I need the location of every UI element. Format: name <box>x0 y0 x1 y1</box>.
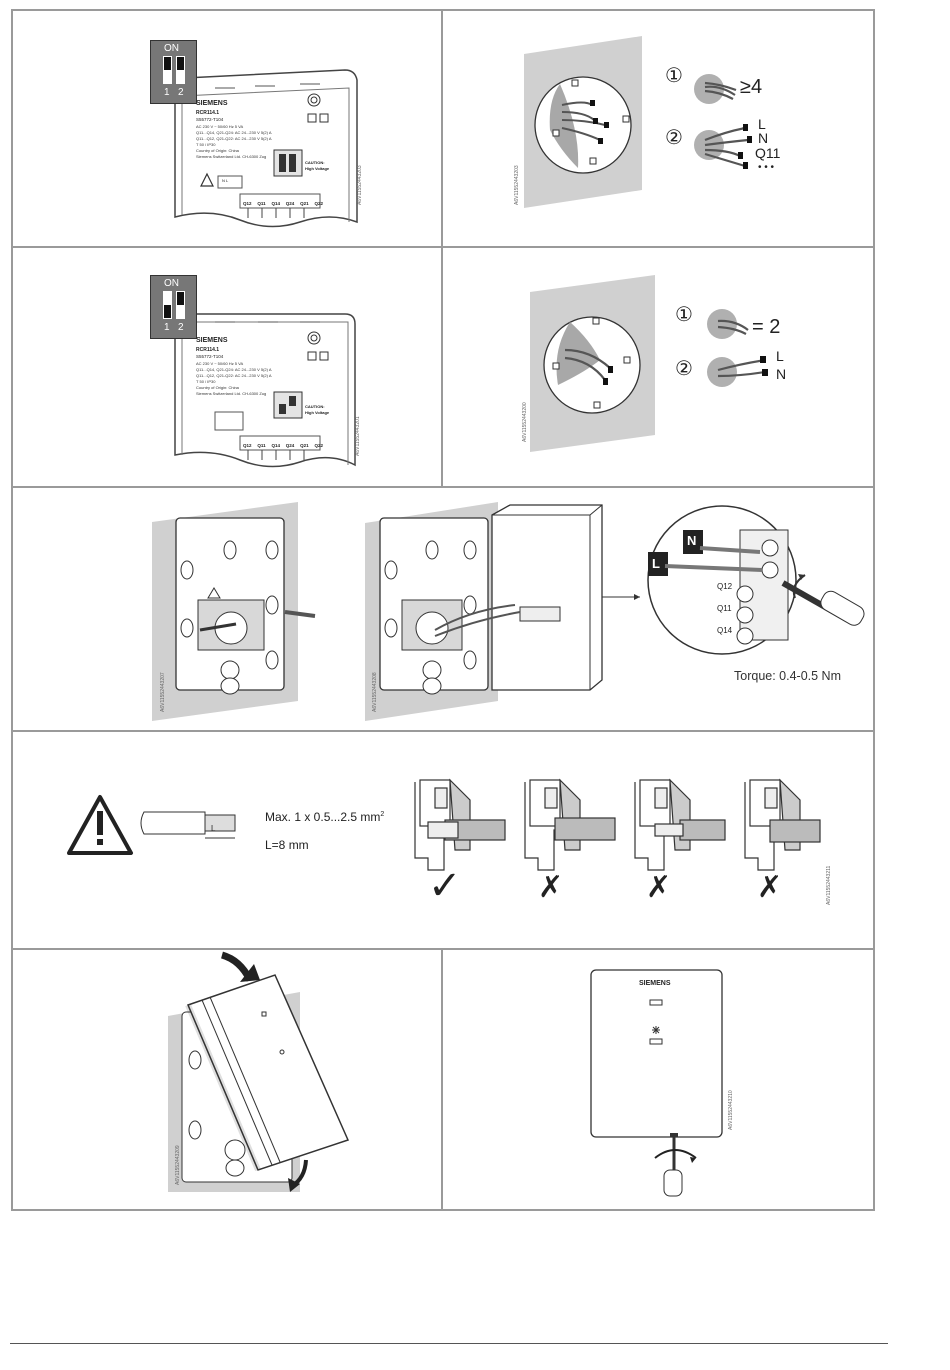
terminal-label: Q22 <box>314 443 323 448</box>
dip-switch-1-on <box>164 57 171 70</box>
wrong-mark-icon: ✗ <box>646 871 672 904</box>
wall-box-drawing <box>530 275 768 452</box>
terminal-section <box>634 778 726 871</box>
label-spec-2: Q11...Q14, Q21-Q24: AC 24...230 V 5(2) A <box>196 367 272 372</box>
label-caution: CAUTION: <box>305 404 325 409</box>
terminal-label: Q14 <box>271 201 280 206</box>
row-divider-3 <box>11 730 875 732</box>
dip-switch-inset: ON 1 2 <box>150 275 197 339</box>
label-high-voltage: High Voltage <box>305 410 330 415</box>
zoom-label-N: N <box>687 533 697 548</box>
wire-gauge-spec: Max. 1 x 0.5...2.5 mm2 <box>265 810 385 824</box>
terminal-label: Q12 <box>243 201 252 206</box>
terminal-label: Q24 <box>285 201 295 206</box>
label-spec-4: T 50 / IP30 <box>196 379 216 384</box>
label-model: RCR114.1 <box>196 347 220 353</box>
zoom-label-L: L <box>652 556 660 571</box>
row-divider-1 <box>11 246 875 248</box>
dip-switch-2-on <box>177 57 184 70</box>
label-model: RCR114.1 <box>196 110 220 116</box>
step-2-marker: ② <box>665 127 683 149</box>
zoom-terminal-Q11: Q11 <box>717 604 732 613</box>
wire-count-eq2: = 2 <box>752 316 781 338</box>
label-spec-4: T 50 / IP30 <box>196 142 216 147</box>
terminal-label: Q12 <box>243 443 252 448</box>
strip-length-spec: L=8 mm <box>265 838 309 852</box>
device-label-drawing <box>174 313 356 468</box>
terminal-section <box>524 778 616 871</box>
dip-num-2: 2 <box>178 322 184 333</box>
terminal-label: Q11 <box>257 201 266 206</box>
label-ordernum: S55772-T104 <box>196 354 224 359</box>
wire-label-Q11: Q11 <box>755 145 781 161</box>
zoom-terminal-Q12: Q12 <box>717 582 733 591</box>
label-spec-5: Country of Origin: China <box>196 385 239 390</box>
terminal-section <box>414 778 506 871</box>
terminal-label: Q22 <box>314 201 323 206</box>
dip-num-2: 2 <box>178 87 184 98</box>
step-2-marker: ② <box>675 358 693 380</box>
dip-num-1: 1 <box>164 87 170 98</box>
row-divider-4 <box>11 948 875 950</box>
correct-mark-icon: ✓ <box>428 864 462 908</box>
footer-rule <box>10 1343 888 1344</box>
strip-length-L: L <box>211 824 216 833</box>
label-caution: CAUTION: <box>305 160 325 165</box>
torque-label: Torque: 0.4-0.5 Nm <box>734 669 841 683</box>
label-ln: N L <box>222 178 229 183</box>
mounting-drawing <box>152 502 865 721</box>
wrong-mark-icon: ✗ <box>538 871 564 904</box>
row-divider-2 <box>11 486 875 488</box>
wire-label-L: L <box>758 116 766 132</box>
label-spec-1: AC 230 V ~ 50/60 Hz 5 VA <box>196 124 244 129</box>
wire-label-N: N <box>776 366 787 382</box>
wrong-mark-icon: ✗ <box>757 871 783 904</box>
wall-box-drawing <box>524 36 752 208</box>
label-spec-5: Country of Origin: China <box>196 148 239 153</box>
wire-label-more: • • • <box>758 162 775 173</box>
device-front-drawing <box>590 969 723 1197</box>
label-ordernum: S55772-T104 <box>196 117 224 122</box>
label-spec-2: Q11...Q14, Q21-Q24: AC 24...230 V 5(2) A <box>196 130 272 135</box>
terminal-label: Q21 <box>300 201 309 206</box>
dip-switch-inset: ON 1 2 <box>150 40 197 104</box>
wire-label-L: L <box>776 348 784 364</box>
label-spec-6: Siemens Switzerland Ltd. CH-6300 Zug <box>196 154 267 159</box>
dip-switch-2-on <box>177 292 184 305</box>
dip-switch-1-off <box>164 305 171 318</box>
terminal-label: Q24 <box>285 443 295 448</box>
wire-label-N: N <box>758 130 769 146</box>
zoom-terminal-Q14: Q14 <box>717 626 733 635</box>
wire-count-ge4: ≥4 <box>740 76 763 98</box>
col-divider-top <box>441 9 443 487</box>
front-brand: SIEMENS <box>639 980 671 987</box>
dip-on-label: ON <box>164 43 179 54</box>
terminal-label: Q21 <box>300 443 309 448</box>
terminal-label: Q11 <box>257 443 266 448</box>
terminal-section <box>744 778 821 871</box>
attach-device-drawing <box>168 951 350 1192</box>
label-spec-3: Q11...Q12, Q21-Q22: AC 24...230 V 5(2) A <box>196 373 272 378</box>
figure-code: A6V11552443210 <box>728 1090 734 1130</box>
terminal-label: Q14 <box>271 443 280 448</box>
dip-on-label: ON <box>164 278 179 289</box>
col-divider-bottom <box>441 948 443 1211</box>
label-spec-6: Siemens Switzerland Ltd. CH-6300 Zug <box>196 391 267 396</box>
terminal-labels: Q12 Q11 Q14 Q24 Q21 Q22 <box>243 201 323 206</box>
label-brand: SIEMENS <box>196 100 228 107</box>
label-spec-3: Q11...Q12, Q21-Q22: AC 24...230 V 5(2) A <box>196 136 272 141</box>
label-brand: SIEMENS <box>196 337 228 344</box>
label-high-voltage: High Voltage <box>305 166 330 171</box>
page-frame <box>11 9 875 1211</box>
label-spec-1: AC 230 V ~ 50/60 Hz 5 VA <box>196 361 244 366</box>
step-1-marker: ① <box>675 304 693 326</box>
dip-num-1: 1 <box>164 322 170 333</box>
terminal-labels: Q12 Q11 Q14 Q24 Q21 Q22 <box>243 443 323 448</box>
wire-strip-drawing <box>67 778 821 871</box>
step-1-marker: ① <box>665 65 683 87</box>
